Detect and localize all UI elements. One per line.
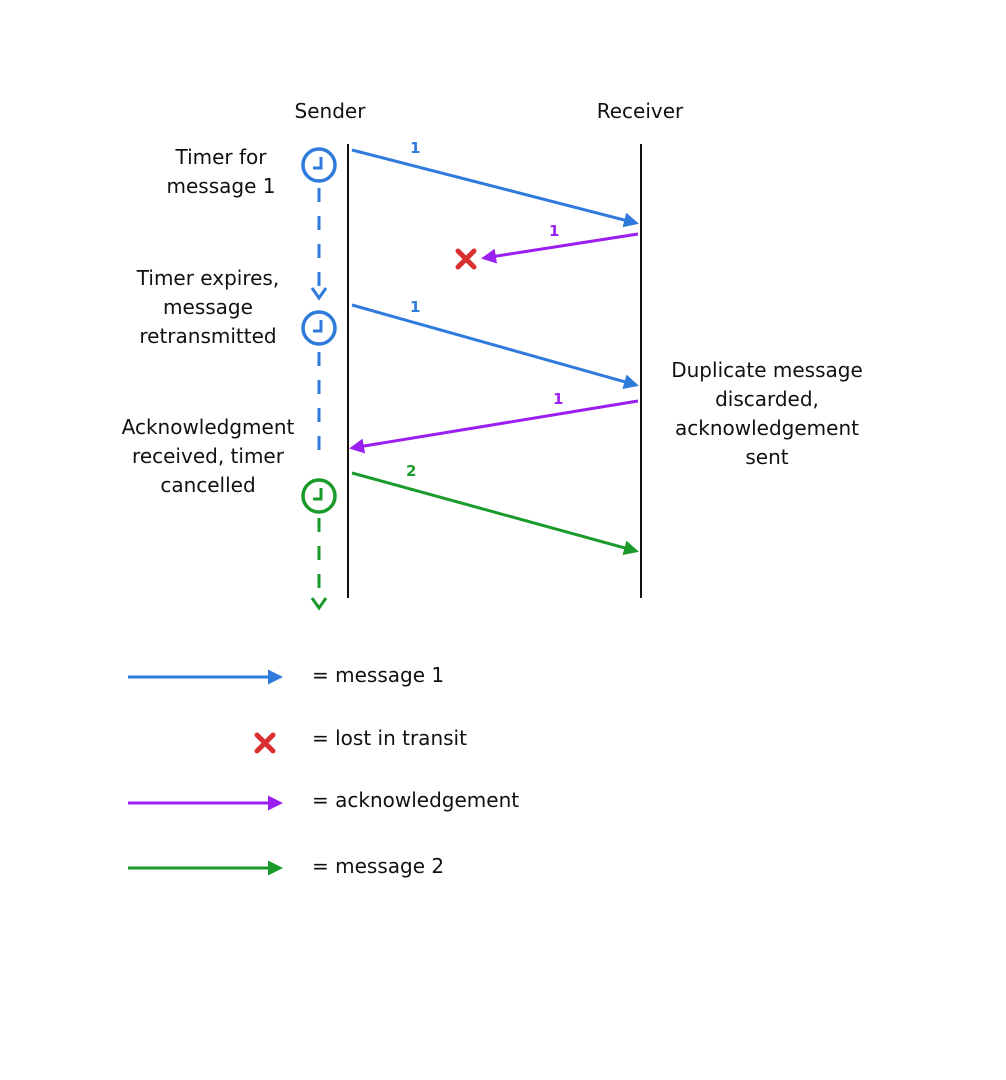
message-arrow-retransmit <box>351 303 639 389</box>
legend-item-message1: = message 1 <box>128 663 444 687</box>
ack-arrow-received <box>349 399 639 454</box>
legend-label: = message 2 <box>312 854 444 878</box>
svg-text:message 1: message 1 <box>167 174 276 198</box>
legend-item-lost: = lost in transit <box>254 726 467 754</box>
legend-label: = message 1 <box>312 663 444 687</box>
lost-in-transit-icon <box>455 248 477 270</box>
svg-text:acknowledgement: acknowledgement <box>675 416 859 440</box>
clock-icon <box>301 478 337 514</box>
timer3-arrow-head <box>310 597 328 611</box>
annotation-ack-received: Acknowledgment received, timer cancelled <box>122 415 295 497</box>
svg-text:Acknowledgment: Acknowledgment <box>122 415 295 439</box>
sender-header: Sender <box>295 99 367 123</box>
svg-text:sent: sent <box>745 445 788 469</box>
message-label-2: 1 <box>549 222 559 240</box>
svg-text:Duplicate message: Duplicate message <box>671 358 863 382</box>
legend-item-ack: = acknowledgement <box>128 788 519 812</box>
receiver-header: Receiver <box>597 99 684 123</box>
clock-icon <box>301 310 337 346</box>
ack-arrow-lost <box>481 232 639 264</box>
svg-text:Timer for: Timer for <box>174 145 267 169</box>
svg-text:cancelled: cancelled <box>160 473 255 497</box>
svg-text:received, timer: received, timer <box>132 444 285 468</box>
message-label-1: 1 <box>410 139 420 157</box>
message-label-3: 1 <box>410 298 420 316</box>
legend-label: = lost in transit <box>312 726 467 750</box>
message-arrow-2 <box>351 471 639 556</box>
legend: = message 1 = lost in transit = acknowle… <box>128 663 519 878</box>
message-label-4: 1 <box>553 390 563 408</box>
lost-in-transit-icon <box>254 732 276 754</box>
legend-item-message2: = message 2 <box>128 854 444 878</box>
annotation-duplicate: Duplicate message discarded, acknowledge… <box>671 358 863 469</box>
message-arrow-1 <box>351 148 639 228</box>
svg-text:discarded,: discarded, <box>715 387 819 411</box>
message-label-5: 2 <box>406 462 416 480</box>
clock-icon <box>301 147 337 183</box>
svg-text:retransmitted: retransmitted <box>139 324 276 348</box>
annotation-timer-expires: Timer expires, message retransmitted <box>136 266 279 348</box>
legend-label: = acknowledgement <box>312 788 519 812</box>
timer1-arrow-head <box>310 287 328 301</box>
svg-text:Timer expires,: Timer expires, <box>136 266 279 290</box>
svg-text:message: message <box>163 295 253 319</box>
annotation-timer-start: Timer for message 1 <box>167 145 276 198</box>
